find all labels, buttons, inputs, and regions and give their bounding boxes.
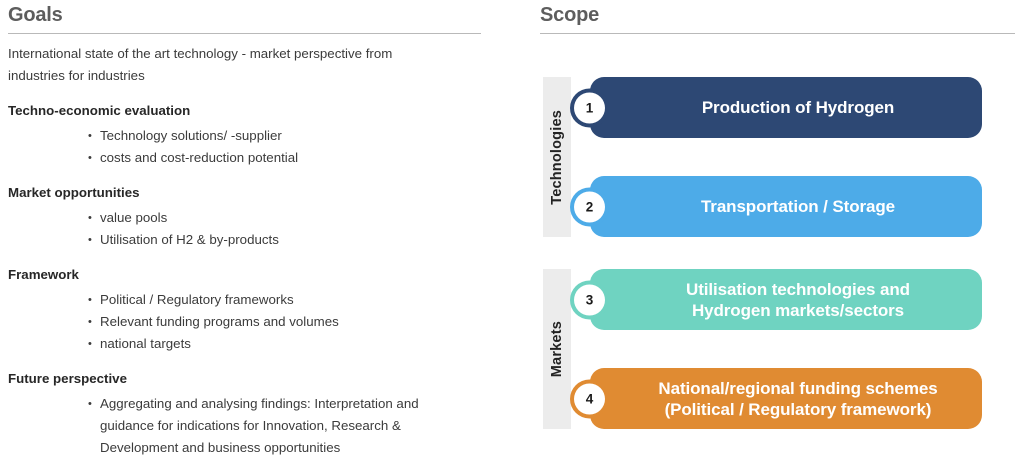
list-item: national targets xyxy=(88,333,463,355)
list-item: Utilisation of H2 & by-products xyxy=(88,229,463,251)
goals-column: Goals International state of the art tec… xyxy=(8,4,483,458)
scope-box-label-line2: (Political / Regulatory framework) xyxy=(664,399,932,419)
goals-group-heading: Framework xyxy=(8,267,79,282)
scope-row-4: 4 National/regional funding schemes (Pol… xyxy=(574,368,982,429)
goals-group-future-perspective: Future perspective Aggregating and analy… xyxy=(8,369,483,458)
scope-badge-2: 2 xyxy=(574,191,605,222)
scope-box-label-line1: National/regional funding schemes xyxy=(658,378,938,398)
scope-box-utilisation-technologies-and-hydrogen-markets[interactable]: 3 Utilisation technologies and Hydrogen … xyxy=(574,269,982,330)
goals-group-techno-economic-evaluation: Techno-economic evaluation Technology so… xyxy=(8,101,483,169)
goals-group-bullet-list: Aggregating and analysing findings: Inte… xyxy=(8,393,483,458)
scope-badge-1: 1 xyxy=(574,92,605,123)
scope-box-label: Utilisation technologies and Hydrogen ma… xyxy=(686,279,910,321)
goals-title-divider xyxy=(8,33,481,34)
scope-diagram: Technologies Markets 1 Production of Hyd… xyxy=(540,53,1016,458)
scope-box-national-regional-funding-schemes[interactable]: 4 National/regional funding schemes (Pol… xyxy=(574,368,982,429)
scope-badge-4: 4 xyxy=(574,383,605,414)
category-label: Markets xyxy=(549,320,565,378)
category-strip-markets: Markets xyxy=(543,269,571,429)
goals-title: Goals xyxy=(8,4,63,26)
scope-title: Scope xyxy=(540,4,600,26)
goals-group-bullet-list: Technology solutions/ -supplier costs an… xyxy=(8,125,483,169)
goals-group-heading: Techno-economic evaluation xyxy=(8,103,191,118)
scope-box-label-line2: Hydrogen markets/sectors xyxy=(691,300,905,320)
category-strip-technologies: Technologies xyxy=(543,77,571,237)
list-item: costs and cost-reduction potential xyxy=(88,147,463,169)
list-item: Aggregating and analysing findings: Inte… xyxy=(88,393,463,458)
list-item: Relevant funding programs and volumes xyxy=(88,311,463,333)
scope-row-1: 1 Production of Hydrogen xyxy=(574,77,982,138)
goals-group-bullet-list: Political / Regulatory frameworks Releva… xyxy=(8,289,483,355)
goals-group-heading: Future perspective xyxy=(8,371,127,386)
goals-group-bullet-list: value pools Utilisation of H2 & by-produ… xyxy=(8,207,483,251)
goals-intro-text: International state of the art technolog… xyxy=(8,46,393,83)
list-item: Technology solutions/ -supplier xyxy=(88,125,463,147)
scope-box-transportation-storage[interactable]: 2 Transportation / Storage xyxy=(574,176,982,237)
scope-title-divider xyxy=(540,33,1015,34)
category-label: Technologies xyxy=(549,109,565,205)
scope-row-3: 3 Utilisation technologies and Hydrogen … xyxy=(574,269,982,330)
scope-badge-3: 3 xyxy=(574,284,605,315)
scope-box-label: Transportation / Storage xyxy=(700,197,896,216)
scope-box-label: Production of Hydrogen xyxy=(701,98,895,117)
goals-group-heading: Market opportunities xyxy=(8,185,140,200)
scope-box-label-line1: Utilisation technologies and xyxy=(686,279,910,299)
list-item: value pools xyxy=(88,207,463,229)
goals-group-market-opportunities: Market opportunities value pools Utilisa… xyxy=(8,183,483,251)
list-item: Political / Regulatory frameworks xyxy=(88,289,463,311)
scope-column: Scope Technologies Markets 1 Production … xyxy=(540,4,1016,458)
scope-box-production-of-hydrogen[interactable]: 1 Production of Hydrogen xyxy=(574,77,982,138)
scope-row-2: 2 Transportation / Storage xyxy=(574,176,982,237)
scope-box-label: National/regional funding schemes (Polit… xyxy=(658,378,937,420)
goals-group-framework: Framework Political / Regulatory framewo… xyxy=(8,265,483,355)
